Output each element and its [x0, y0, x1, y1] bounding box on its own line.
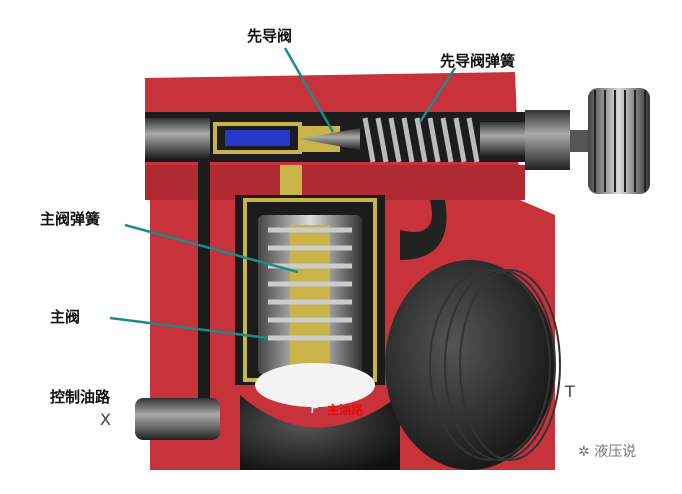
pilot-plug	[145, 118, 210, 158]
watermark-text: 液压说	[594, 444, 637, 460]
t-port	[385, 260, 555, 470]
pilot-spring	[362, 117, 480, 163]
adjust-nut	[525, 110, 570, 170]
main-spring	[268, 227, 352, 341]
port-t-label: T	[565, 382, 575, 401]
label-main-valve: 主阀	[50, 308, 81, 326]
adjust-knob	[588, 88, 650, 194]
label-pilot-spring: 先导阀弹簧	[440, 52, 516, 70]
x-port-plug	[135, 398, 220, 440]
label-main-spring: 主阀弹簧	[40, 210, 101, 228]
watermark: ✲ 液压说	[578, 441, 636, 461]
port-x-label: X	[100, 410, 111, 429]
port-p-label: P	[310, 398, 320, 417]
p-port	[240, 395, 400, 470]
port-p-note: 主油路	[327, 403, 364, 417]
label-control-line: 控制油路	[50, 388, 111, 406]
control-line	[198, 160, 210, 400]
watermark-logo-icon: ✲	[578, 444, 595, 460]
leader-lines	[109, 47, 457, 340]
label-pilot-valve: 先导阀	[247, 27, 293, 45]
